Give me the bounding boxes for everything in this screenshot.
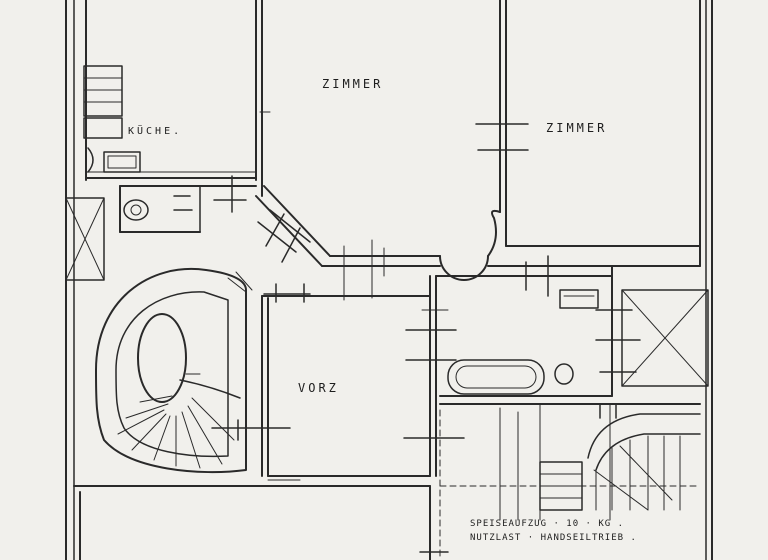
label-speiseaufzug: SPEISEAUFZUG · 10 · KG . [470,519,624,529]
label-zimmer-left: ZIMMER [322,77,383,91]
label-zimmer-right: ZIMMER [546,121,607,135]
service-stair [439,403,701,560]
label-vorz: VORZ [298,381,339,395]
vorz-walls [211,275,465,487]
kitchen-sink [87,147,141,173]
shaft-left [65,197,105,281]
label-kueche: KÜCHE. [128,124,182,137]
corner-walls [255,185,507,301]
bottom-room [73,485,449,560]
shaft-right [621,289,709,387]
spiral-staircase [95,267,253,474]
label-nutzlast: NUTZLAST · HANDSEILTRIEB . [470,533,637,543]
kitchen-shelves [83,65,123,139]
wc-block [119,175,257,233]
bathroom [435,255,701,405]
room-walls-upper [259,0,701,267]
